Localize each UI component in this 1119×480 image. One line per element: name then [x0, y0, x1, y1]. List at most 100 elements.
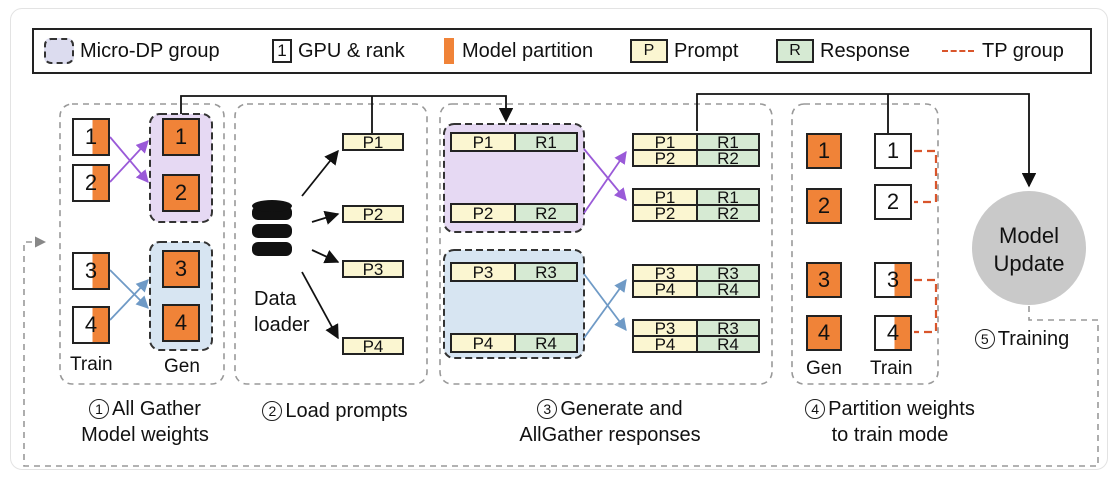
gathered-response: R4 [696, 281, 758, 298]
pair-prompt: P1 [452, 134, 514, 151]
prompt-swatch-icon: P [630, 39, 668, 63]
caption-stage2-text: Load prompts [285, 400, 408, 422]
pair-response: R1 [514, 134, 576, 151]
pair-response: R4 [514, 335, 576, 352]
prompt-chip-text: P2 [344, 206, 402, 223]
prompt-response-pair: P4 R4 [450, 333, 578, 353]
gpu-rank-swatch-icon: 1 [272, 39, 292, 63]
gathered-response: R2 [696, 150, 758, 167]
prompt-chip: P3 [342, 260, 404, 278]
step-number-icon: 4 [805, 399, 826, 419]
stage1-panel [59, 103, 225, 385]
prompt-chip: P4 [342, 337, 404, 355]
prompt-response-pair: P1 R1 [450, 132, 578, 152]
prompt-chip-text: P3 [344, 261, 402, 278]
figure-frame [10, 8, 1108, 470]
legend-model-partition: Model partition [444, 30, 593, 72]
caption-stage1-line2: Model weights [81, 424, 209, 446]
gathered-prompt: P3 [634, 320, 696, 337]
stage4-train-gpu: 1 [874, 133, 912, 169]
gathered-row: P1 R1 [632, 188, 760, 206]
gathered-prompt: P2 [634, 150, 696, 167]
gathered-row: P4 R4 [632, 335, 760, 353]
stage1-train-gpu: 4 [72, 306, 110, 344]
stage4-gen-label: Gen [806, 358, 842, 379]
gathered-prompt: P2 [634, 205, 696, 222]
stage1-train-label: Train [70, 354, 113, 375]
prompt-chip-text: P4 [344, 338, 402, 355]
data-loader-label: Data loader [254, 286, 310, 338]
legend-tp-group: TP group [942, 30, 1064, 72]
gathered-response: R4 [696, 336, 758, 353]
pair-prompt: P2 [452, 205, 514, 222]
model-update-line2: Update [993, 251, 1065, 276]
stage4-panel [791, 103, 939, 385]
model-update-node [972, 191, 1086, 305]
stage4-gen-gpu: 2 [806, 188, 842, 224]
gathered-stack: P1 R1 P2 R2 [632, 188, 760, 222]
pair-prompt: P3 [452, 264, 514, 281]
legend-gpu-rank: 1 GPU & rank [272, 30, 405, 72]
stage1-gen-gpu: 4 [162, 304, 200, 342]
response-swatch-icon: R [776, 39, 814, 63]
stage4-train-gpu: 3 [874, 262, 912, 298]
legend-model-partition-label: Model partition [462, 39, 594, 62]
data-loader-line1: Data [254, 288, 297, 310]
caption-stage4-line2: to train mode [831, 424, 949, 446]
legend-gpu-rank-label: GPU & rank [298, 39, 405, 62]
stage1-train-gpu: 3 [72, 252, 110, 290]
gathered-prompt: P4 [634, 336, 696, 353]
gathered-prompt: P4 [634, 281, 696, 298]
stage4-train-gpu: 2 [874, 184, 912, 220]
stage1-gen-gpu: 2 [162, 174, 200, 212]
micro-dp-swatch-icon [44, 38, 74, 64]
model-partition-swatch-icon [444, 38, 454, 64]
gathered-response: R1 [696, 189, 758, 206]
gathered-prompt: P1 [634, 189, 696, 206]
stage4-train-label: Train [870, 358, 913, 379]
prompt-chip: P1 [342, 133, 404, 151]
database-icon [252, 200, 292, 256]
caption-stage1-line1: All Gather [112, 398, 201, 420]
gathered-prompt: P3 [634, 265, 696, 282]
caption-stage5-text: Training [997, 328, 1070, 350]
tp-group-swatch-icon [942, 50, 974, 52]
stage4-gen-gpu: 1 [806, 133, 842, 169]
prompt-chip: P2 [342, 205, 404, 223]
step-number-icon: 1 [89, 399, 110, 419]
gathered-stack: P1 R1 P2 R2 [632, 133, 760, 167]
gathered-response: R1 [696, 134, 758, 151]
gathered-response: R3 [696, 265, 758, 282]
legend: Micro-DP group 1 GPU & rank Model partit… [32, 28, 1092, 74]
stage1-train-gpu: 1 [72, 118, 110, 156]
caption-stage3-line2: AllGather responses [519, 424, 701, 446]
stage1-gen-label: Gen [164, 356, 200, 377]
prompt-response-pair: P2 R2 [450, 203, 578, 223]
legend-prompt-label: Prompt [674, 39, 739, 62]
step-number-icon: 3 [537, 399, 558, 419]
gathered-response: R2 [696, 205, 758, 222]
gathered-row: P2 R2 [632, 204, 760, 222]
stage1-train-gpu: 2 [72, 164, 110, 202]
pair-prompt: P4 [452, 335, 514, 352]
stage4-train-gpu: 4 [874, 315, 912, 351]
gathered-stack: P3 R3 P4 R4 [632, 319, 760, 353]
legend-response-label: Response [820, 39, 911, 62]
legend-tp-group-label: TP group [982, 39, 1064, 62]
model-update-line1: Model [999, 223, 1059, 248]
pair-response: R3 [514, 264, 576, 281]
caption-stage4-line1: Partition weights [828, 398, 975, 420]
stage3-panel [439, 103, 773, 385]
gathered-stack: P3 R3 P4 R4 [632, 264, 760, 298]
pair-response: R2 [514, 205, 576, 222]
stage1-gen-gpu: 1 [162, 118, 200, 156]
stage4-gen-gpu: 4 [806, 315, 842, 351]
step-number-icon: 2 [262, 401, 283, 421]
stage1-gen-gpu: 3 [162, 250, 200, 288]
gathered-row: P1 R1 [632, 133, 760, 151]
